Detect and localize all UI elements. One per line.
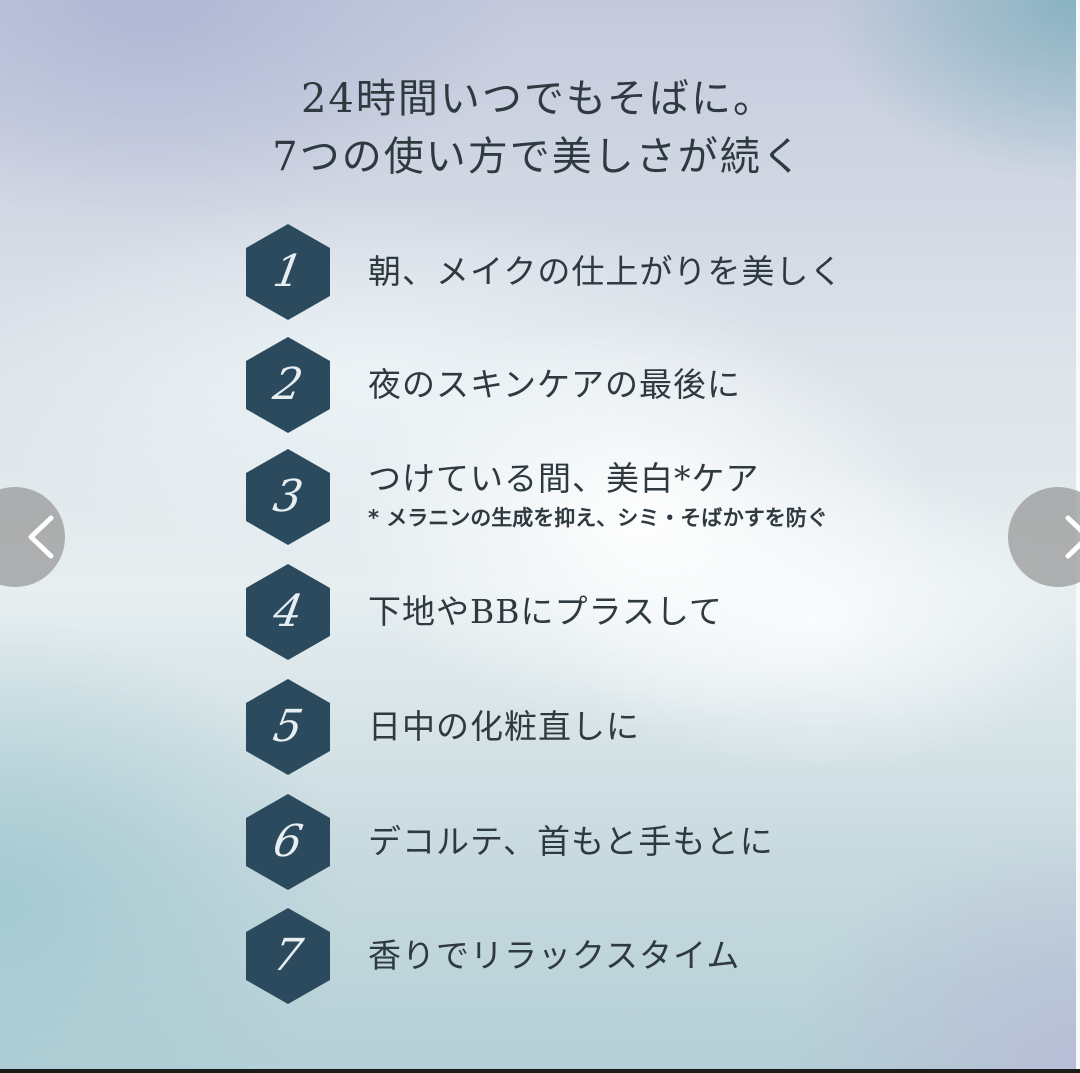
item-text: 夜のスキンケアの最後に xyxy=(368,365,742,404)
item-number: 1 xyxy=(269,246,307,297)
item-text: 下地やBBにプラスして xyxy=(368,592,723,631)
item-number: 6 xyxy=(269,816,307,867)
item-number: 7 xyxy=(269,930,307,981)
hexagon-badge-icon: 7 xyxy=(246,908,330,1004)
item-number: 4 xyxy=(269,586,307,637)
hexagon-badge-icon: 3 xyxy=(246,449,330,545)
usage-item-1: 1 朝、メイクの仕上がりを美しく xyxy=(246,224,926,320)
item-text: 日中の化粧直しに xyxy=(368,707,640,746)
usage-item-5: 5 日中の化粧直しに xyxy=(246,679,926,775)
hexagon-badge-icon: 4 xyxy=(246,564,330,660)
item-text: 朝、メイクの仕上がりを美しく xyxy=(368,252,844,291)
item-number: 3 xyxy=(269,471,307,522)
usage-item-4: 4 下地やBBにプラスして xyxy=(246,564,926,660)
item-number: 5 xyxy=(269,701,307,752)
hexagon-badge-icon: 1 xyxy=(246,224,330,320)
headline-line-1: 24時間いつでもそばに。 xyxy=(300,76,776,122)
item-number: 2 xyxy=(269,359,307,410)
usage-item-3: 3 つけている間、美白*ケア * メラニンの生成を抑え、シミ・そばかすを防ぐ xyxy=(246,449,926,545)
chevron-left-icon xyxy=(28,515,54,559)
usage-item-7: 7 香りでリラックスタイム xyxy=(246,908,926,1004)
bottom-border xyxy=(0,1069,1080,1073)
carousel-next-button[interactable] xyxy=(1008,487,1080,587)
headline-line-2: 7つの使い方で美しさが続く xyxy=(272,134,804,180)
hexagon-badge-icon: 6 xyxy=(246,794,330,890)
usage-item-6: 6 デコルテ、首もと手もとに xyxy=(246,794,926,890)
item-footnote: * メラニンの生成を抑え、シミ・そばかすを防ぐ xyxy=(368,506,828,530)
item-text: デコルテ、首もと手もとに xyxy=(368,822,774,861)
hexagon-badge-icon: 2 xyxy=(246,337,330,433)
hexagon-badge-icon: 5 xyxy=(246,679,330,775)
usage-item-2: 2 夜のスキンケアの最後に xyxy=(246,337,926,433)
chevron-right-icon xyxy=(1065,515,1080,559)
item-text: 香りでリラックスタイム xyxy=(368,936,741,975)
item-text: つけている間、美白*ケア xyxy=(368,459,760,498)
